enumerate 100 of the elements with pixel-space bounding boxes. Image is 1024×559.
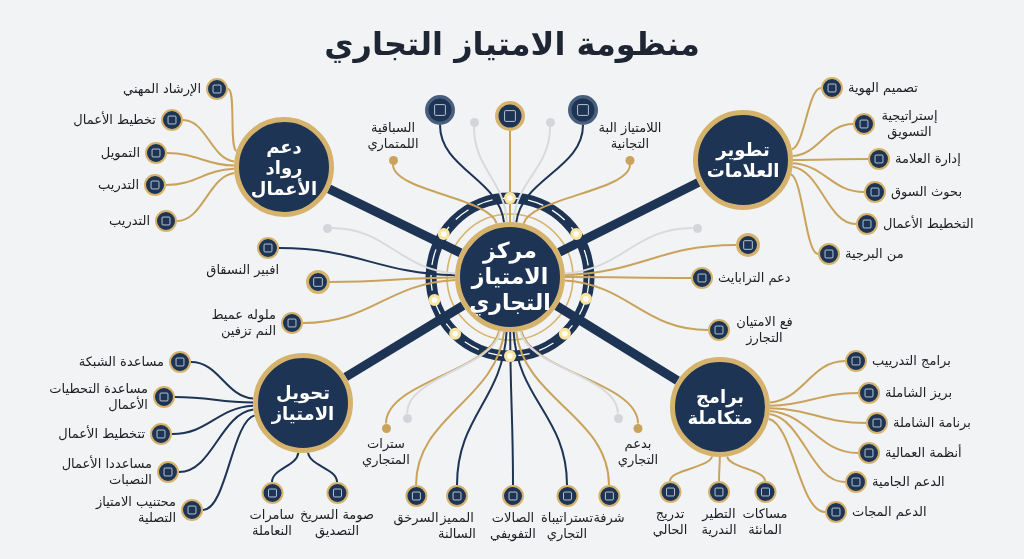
connector [789, 173, 819, 255]
connector [176, 172, 236, 222]
connector [307, 451, 338, 483]
connector [769, 392, 859, 407]
connector [329, 276, 456, 283]
leaf-label: محتنيب الامتياز التصلية [94, 494, 176, 526]
leaf-label: سامرات النعاملة [248, 507, 296, 539]
dot-marker [692, 223, 702, 233]
connector [343, 301, 466, 381]
connector [330, 227, 457, 275]
dot-marker [469, 117, 479, 127]
connector [564, 276, 692, 279]
connector [791, 162, 865, 193]
connector [768, 410, 859, 454]
connector [554, 302, 680, 385]
hub-circle: تطوير العلامات [693, 110, 793, 210]
leaf-label: بدعم التجاري [616, 435, 660, 468]
dot-marker [322, 223, 332, 233]
leaf-label: اللامتياز البة التجانية [597, 119, 663, 152]
connector [406, 330, 502, 415]
title: منظومة الامتياز التجاري [324, 24, 700, 64]
connector [302, 278, 457, 324]
connector [718, 456, 721, 482]
leaf-label: افبير النسقاق [206, 262, 279, 278]
connector [190, 361, 255, 400]
connector [557, 178, 701, 257]
connector [522, 163, 631, 225]
leaf-label: مساعدة الشبكة [78, 354, 164, 370]
leaf-label: التدريب [98, 177, 139, 193]
hub-circle: تحويل الامتياز [253, 353, 353, 453]
leaf-label: تصميم الهوية [848, 80, 918, 96]
connector [767, 417, 826, 513]
connector [278, 247, 456, 277]
connector [512, 125, 551, 224]
leaf-label: بحوث السوق [891, 184, 963, 200]
leaf-label: الدعم الجامية [872, 474, 945, 490]
leaf-label: التطير الندرية [700, 506, 738, 538]
leaf-label: التخطيط الأعمال [883, 216, 974, 232]
leaf-label: تخطيط الأعمال [73, 112, 156, 128]
leaf-label: التدريب [109, 213, 150, 229]
leaf-label: تستراتيباة التجاري [539, 510, 594, 542]
dot-marker [545, 117, 555, 127]
leaf-label: الإرشاد المهني [123, 81, 201, 97]
leaf-label: برنامة الشاملة [893, 415, 971, 431]
leaf-label: المميز السالنة [438, 510, 477, 542]
connector [439, 124, 505, 224]
dot-marker [402, 413, 412, 423]
connector [385, 329, 501, 425]
leaf-label: ملوله عميط النم تزفين [210, 307, 276, 339]
leaf-label: إستراتيجية التسويق [880, 108, 939, 140]
connector [791, 165, 857, 225]
connector [327, 184, 463, 257]
leaf-label: مساعددا الأعمال النصبات [60, 456, 152, 488]
leaf-label: تدريج الحالي [651, 506, 689, 538]
dot-marker [613, 413, 623, 423]
circle-icon [736, 233, 760, 257]
leaf-label: فع الامتيان التجارز [735, 314, 794, 346]
leaf-label: صومة السريخ التصديق [298, 507, 376, 539]
leaf-label: السباقية اللمتماري [366, 119, 420, 152]
connector [509, 331, 514, 486]
connector [669, 455, 713, 482]
leaf-label: سترات المتجاري [361, 435, 411, 468]
connector [515, 124, 584, 224]
connector [790, 87, 822, 151]
connector [202, 414, 256, 511]
leaf-label: مساكات المانئة [741, 506, 789, 538]
connector [519, 330, 619, 415]
connector [182, 119, 236, 163]
center-circle: مركز الامتياز التجاري [455, 222, 565, 332]
connector [456, 330, 508, 486]
leaf-label: أنظمة العمالية [885, 445, 962, 461]
connector [415, 330, 506, 486]
connector [726, 455, 766, 482]
connector [171, 404, 255, 435]
connector [768, 413, 846, 483]
connector [227, 88, 238, 153]
connector [392, 163, 498, 225]
connector [768, 360, 846, 404]
connector [563, 227, 694, 275]
connector [792, 158, 869, 161]
circle-icon [568, 95, 598, 125]
hub-circle: برامج متكاملة [670, 357, 770, 457]
connector [769, 407, 867, 424]
connector [512, 330, 568, 486]
leaf-label: تتخطيط الأعمال [58, 426, 145, 442]
connector [563, 279, 709, 331]
leaf-label: إدارة العلامة [895, 151, 961, 167]
leaf-label: من البرجية [845, 246, 904, 262]
hub-circle: دعم رواد الأعمال [234, 117, 334, 217]
connector [791, 123, 854, 158]
connector [473, 125, 508, 224]
leaf-label: برامج التدرييب [872, 353, 951, 369]
leaf-label: السرخق [393, 510, 439, 526]
leaf-label: دعم الترابايث [718, 270, 791, 286]
leaf-label: الدعم المجات [852, 504, 927, 520]
circle-icon [495, 101, 525, 131]
leaf-label: شرفة [593, 510, 625, 526]
connector [166, 152, 235, 167]
leaf-label: الصالات التفويفي [489, 510, 537, 542]
connector [509, 130, 511, 223]
